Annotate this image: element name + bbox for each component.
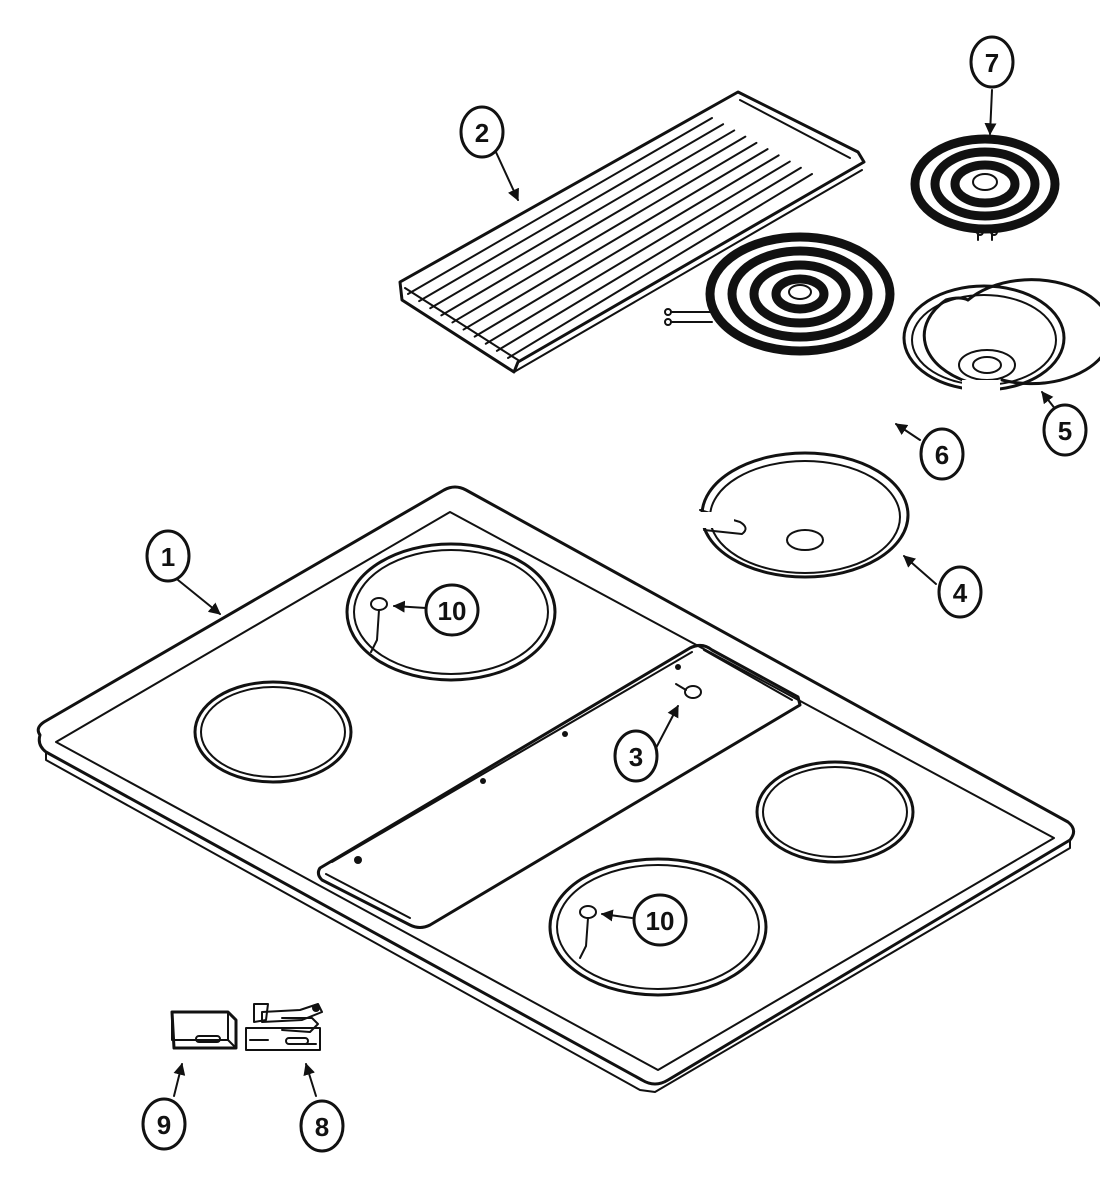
callout-7-label: 7: [985, 48, 999, 78]
callout-6: 6: [919, 427, 965, 481]
grille-slat: [495, 166, 802, 352]
grille-slat: [484, 160, 791, 345]
callout-4: 4: [937, 565, 983, 619]
callout-4-label: 4: [953, 578, 968, 608]
callout-5: 5: [1042, 403, 1088, 457]
callout-10-front-label: 10: [646, 906, 675, 936]
callout-2-label: 2: [475, 118, 489, 148]
callout-7: 7: [969, 35, 1015, 89]
callout-3-label: 3: [629, 742, 643, 772]
callout-3: 3: [613, 729, 659, 783]
grille-slat: [473, 154, 780, 338]
screw-part-10-rear: [370, 597, 388, 653]
callout-2: 2: [459, 105, 505, 159]
callout-10-front: 10: [632, 893, 688, 947]
large-drip-bowl: [698, 451, 910, 579]
screw-part-10-front: [579, 905, 597, 959]
callout-10-rear: 10: [424, 583, 480, 637]
grille-slat: [451, 141, 758, 324]
callout-10-rear-label: 10: [438, 596, 467, 626]
grille-slat: [429, 129, 736, 310]
grille-slat: [407, 117, 713, 295]
grille-slat: [418, 123, 725, 303]
leader-arrows: [173, 89, 1057, 1097]
grille-slat: [440, 135, 747, 317]
callout-1-label: 1: [161, 542, 175, 572]
large-coil-element: [664, 232, 895, 356]
grille-slat: [462, 148, 769, 331]
vent-grille: [398, 90, 866, 374]
grille-slat: [507, 173, 813, 359]
cooktop-main-top: [36, 485, 1075, 1093]
small-coil-element: [910, 134, 1060, 241]
screw-part-3: [675, 683, 702, 699]
callout-8: 8: [299, 1099, 345, 1153]
callout-9-label: 9: [157, 1110, 171, 1140]
callout-8-label: 8: [315, 1112, 329, 1142]
callout-9: 9: [141, 1097, 187, 1151]
callout-1: 1: [145, 529, 191, 583]
callout-6-label: 6: [935, 440, 949, 470]
terminal-block: [170, 1010, 238, 1050]
wire-connector-kit: [245, 1003, 323, 1051]
callout-5-label: 5: [1058, 416, 1072, 446]
small-drip-bowl: [902, 278, 1100, 392]
